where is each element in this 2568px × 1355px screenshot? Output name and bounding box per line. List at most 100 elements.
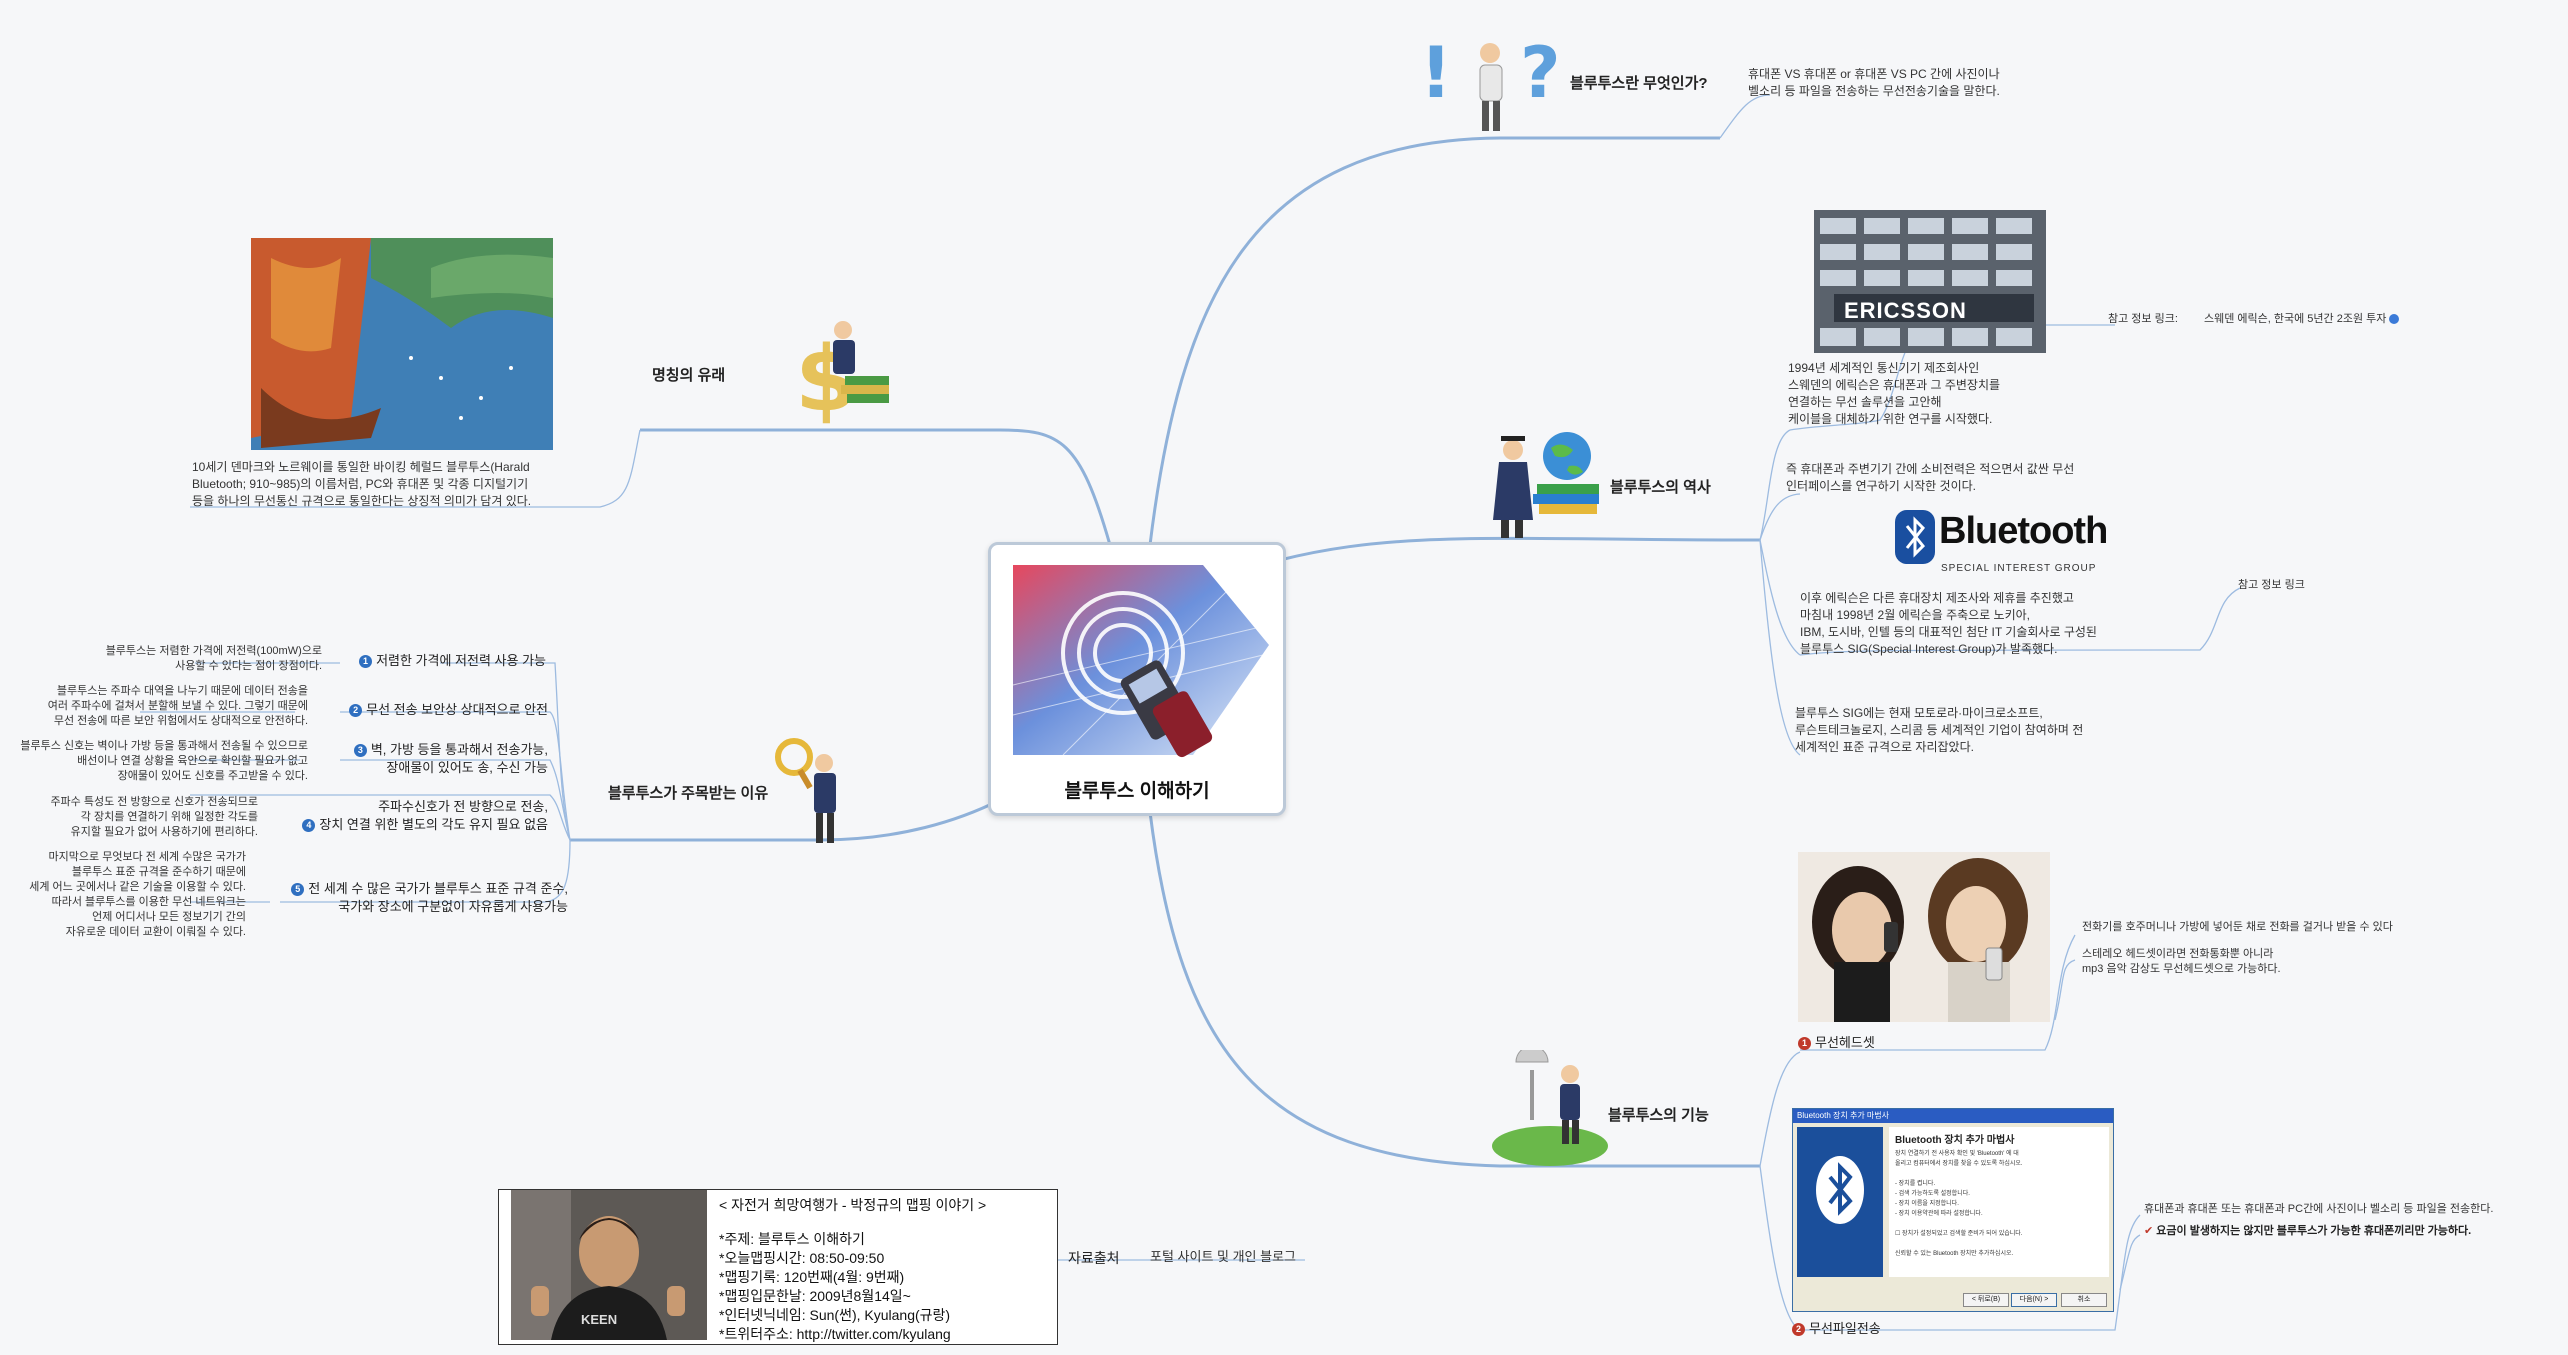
wizard-body-line: 신뢰할 수 있는 Bluetooth 장치만 추가하십시오.: [1895, 1251, 2014, 1257]
info-twitter[interactable]: *트위터주소: http://twitter.com/kyulang: [719, 1326, 951, 1342]
history-ref-link-1[interactable]: 스웨덴 에릭슨, 한국에 5년간 2조원 투자: [2204, 312, 2400, 327]
priority-1-icon: 1: [1798, 1037, 1811, 1051]
note-line: 유지할 필요가 없어 사용하기에 편리하다.: [70, 826, 258, 838]
wizard-heading: Bluetooth 장치 추가 마법사: [1895, 1135, 2015, 1146]
info-title: < 자전거 희망여행가 - 박정규의 맵핑 이야기 >: [719, 1197, 987, 1213]
number-3-icon: 3: [353, 744, 367, 758]
history-p3-line-4: 블루투스 SIG(Special Interest Group)가 발족했다.: [1800, 642, 2058, 656]
note-line: 무선 전송에 따른 보안 위험에서도 상대적으로 안전하다.: [53, 715, 308, 727]
history-p3-line-3: IBM, 도시바, 인텔 등의 대표적인 첨단 IT 기술회사로 구성된: [1800, 625, 2097, 639]
origin-desc-line-1: 10세기 덴마크와 노르웨이를 통일한 바이킹 헤럴드 블루투스(Harald: [192, 460, 530, 474]
headset-note-3: mp3 음악 감상도 무선헤드셋으로 가능하다.: [2082, 963, 2281, 975]
note-line: 배선이나 연결 상황을 육안으로 확인할 필요가 없고: [77, 755, 308, 767]
wizard-body-line: - 장치를 켭니다.: [1895, 1181, 1936, 1187]
branch-name-origin[interactable]: 명칭의 유래: [652, 367, 726, 384]
bluetooth-logo-word: Bluetooth: [1939, 510, 2108, 552]
function-headset-label: 무선헤드셋: [1815, 1035, 1875, 1050]
note-line: 블루투스는 주파수 대역을 나누기 때문에 데이터 전송을: [56, 685, 308, 697]
attention-item-4-label-2: 장치 연결 위한 별도의 각도 유지 필요 없음: [319, 817, 548, 832]
history-p3-line-1: 이후 에릭슨은 다른 휴대장치 제조사와 제휴를 추진했고: [1800, 591, 2074, 605]
wizard-back-button[interactable]: < 뒤로(B): [1963, 1293, 2009, 1307]
priority-2-icon: 2: [1792, 1323, 1805, 1337]
central-topic-title: 블루투스 이해하기: [1064, 781, 1210, 802]
magnifier-person-icon: [775, 738, 836, 843]
history-p1-line-2: 스웨덴의 에릭슨은 휴대폰과 그 주변장치를: [1788, 378, 2001, 392]
number-1-icon: 1: [359, 655, 373, 669]
history-ref-link-2[interactable]: 참고 정보 링크: [2238, 579, 2305, 591]
function-headset[interactable]: 1 무선헤드셋: [1798, 1032, 1875, 1051]
wizard-body-line: [1895, 1239, 2023, 1249]
branch-what-is-bluetooth[interactable]: 블루투스란 무엇인가?: [1570, 75, 1708, 92]
svg-text:?: ?: [1520, 32, 1561, 114]
origin-desc-line-3: 등을 하나의 무선통신 규격으로 통일한다는 상징적 의미가 담겨 있다.: [192, 494, 532, 508]
history-ref-link-1-label[interactable]: 참고 정보 링크:: [2108, 313, 2178, 325]
history-p1-line-4: 케이블을 대체하기 위한 연구를 시작했다.: [1788, 412, 1993, 426]
attention-item-5-label-1: 전 세계 수 많은 국가가 블루투스 표준 규격 준수,: [308, 881, 568, 896]
attention-item-1-label: 저렴한 가격에 저전력 사용 가능: [376, 653, 546, 668]
transfer-note-2-text: 요금이 발생하지는 않지만 블루투스가 가능한 휴대폰끼리만 가능하다.: [2156, 1225, 2472, 1237]
history-p2-line-2: 인터페이스를 연구하기 시작한 것이다.: [1786, 479, 1976, 493]
viking-ship-painting: [251, 238, 553, 450]
source-text: 포털 사이트 및 개인 블로그: [1150, 1249, 1297, 1264]
history-p1-line-1: 1994년 세계적인 통신기기 제조회사인: [1788, 361, 1980, 375]
wizard-side-panel: [1797, 1127, 1883, 1277]
author-photo: KEEN: [511, 1190, 707, 1340]
history-p2-line-1: 즉 휴대폰과 주변기기 간에 소비전력은 적으면서 값싼 무선: [1786, 462, 2075, 476]
wizard-content: Bluetooth 장치 추가 마법사 장치 연결하기 전 사용자 확인 및 '…: [1889, 1127, 2109, 1277]
attention-note-5: 마지막으로 무엇보다 전 세계 수많은 국가가 블루투스 표준 규격을 준수하기…: [29, 850, 246, 940]
history-p4-line-2: 루슨트테크놀로지, 스리콤 등 세계적인 기업이 참여하며 전: [1795, 723, 2084, 737]
branch-functions[interactable]: 블루투스의 기능: [1608, 1107, 1709, 1124]
note-line: 사용할 수 있다는 점이 장점이다.: [175, 660, 322, 672]
attention-item-2-label: 무선 전송 보안상 상대적으로 안전: [366, 702, 548, 717]
history-ref-link-1-text[interactable]: 스웨덴 에릭슨, 한국에 5년간 2조원 투자: [2204, 313, 2387, 325]
wizard-bluetooth-icon: [1816, 1156, 1864, 1224]
central-topic[interactable]: 블루투스 이해하기: [988, 542, 1286, 816]
note-line: 블루투스 신호는 벽이나 가방 등을 통과해서 전송될 수 있으므로: [20, 740, 308, 752]
wizard-titlebar: Bluetooth 장치 추가 마법사: [1793, 1109, 2113, 1123]
bluetooth-illustration: [1012, 565, 1269, 758]
attention-note-2: 블루투스는 주파수 대역을 나누기 때문에 데이터 전송을 여러 주파수에 걸쳐…: [48, 684, 308, 729]
headset-women-photo: [1798, 852, 2050, 1022]
branch-history[interactable]: 블루투스의 역사: [1610, 479, 1711, 496]
checkmark-icon: ✔: [2144, 1225, 2154, 1237]
source-label[interactable]: 자료출처: [1068, 1250, 1120, 1266]
info-record: *맵핑기록: 120번째(4월: 9번째): [719, 1269, 905, 1285]
attention-item-4-label-1: 주파수신호가 전 방향으로 전송,: [378, 799, 548, 814]
attention-note-1: 블루투스는 저렴한 가격에 저전력(100mW)으로 사용할 수 있다는 점이 …: [106, 644, 322, 674]
what-desc-line-2: 벨소리 등 파일을 전송하는 무선전송기술을 말한다.: [1748, 84, 2000, 98]
attention-item-3-label-1: 벽, 가방 등을 통과해서 전송가능,: [370, 742, 548, 757]
attention-item-3-label-2: 장애물이 있어도 송, 수신 가능: [386, 760, 548, 775]
note-line: 여러 주파수에 걸쳐서 분할해 보낼 수 있다. 그렇기 때문에: [47, 700, 308, 712]
wizard-body-line: 올리고 컴퓨터에서 장치를 찾을 수 있도록 하십시오.: [1895, 1161, 2023, 1167]
info-topic: *주제: 블루투스 이해하기: [719, 1231, 865, 1247]
wizard-body-line: [1895, 1219, 2023, 1229]
note-line: 따라서 블루투스를 이용한 무선 네트워크는: [51, 896, 246, 908]
transfer-note-1: 휴대폰과 휴대폰 또는 휴대폰과 PC간에 사진이나 벨소리 등 파일을 전송한…: [2144, 1203, 2494, 1215]
note-line: 마지막으로 무엇보다 전 세계 수많은 국가가: [48, 851, 246, 863]
headset-note-2: 스테레오 헤드셋이라면 전화통화뿐 아니라: [2082, 948, 2274, 960]
info-nickname: *인터넷닉네임: Sun(썬), Kyulang(규랑): [719, 1307, 951, 1323]
what-desc-line-1: 휴대폰 VS 휴대폰 or 휴대폰 VS PC 간에 사진이나: [1748, 67, 2000, 81]
note-line: 블루투스는 저렴한 가격에 저전력(100mW)으로: [105, 645, 322, 657]
wizard-cancel-button[interactable]: 취소: [2061, 1293, 2107, 1307]
note-line: 장애물이 있어도 신호를 주고받을 수 있다.: [117, 770, 308, 782]
number-5-icon: 5: [291, 883, 305, 897]
origin-desc-line-2: Bluetooth; 910~985)의 이름처럼, PC와 휴대폰 및 각종 …: [192, 477, 529, 491]
svg-text:!: !: [1420, 32, 1452, 114]
note-line: 언제 어디서나 모든 정보기기 간의: [92, 911, 246, 923]
history-p4-line-3: 세계적인 표준 규격으로 자리잡았다.: [1795, 740, 1974, 754]
wizard-checkbox[interactable]: ☐ 장치가 설정되었고 검색할 준비가 되어 있습니다.: [1895, 1231, 2023, 1237]
wizard-next-button[interactable]: 다음(N) >: [2011, 1293, 2057, 1307]
history-p3-line-2: 마침내 1998년 2월 에릭슨을 주축으로 노키아,: [1800, 608, 2031, 622]
note-line: 주파수 특성도 전 방향으로 신호가 전송되므로: [50, 796, 258, 808]
wizard-body: 장치 연결하기 전 사용자 확인 및 'Bluetooth' 에 대 올리고 컴…: [1895, 1149, 2023, 1259]
branch-why-attention[interactable]: 블루투스가 주목받는 이유: [608, 785, 769, 802]
note-line: 세계 어느 곳에서나 같은 기술을 이용할 수 있다.: [29, 881, 246, 893]
